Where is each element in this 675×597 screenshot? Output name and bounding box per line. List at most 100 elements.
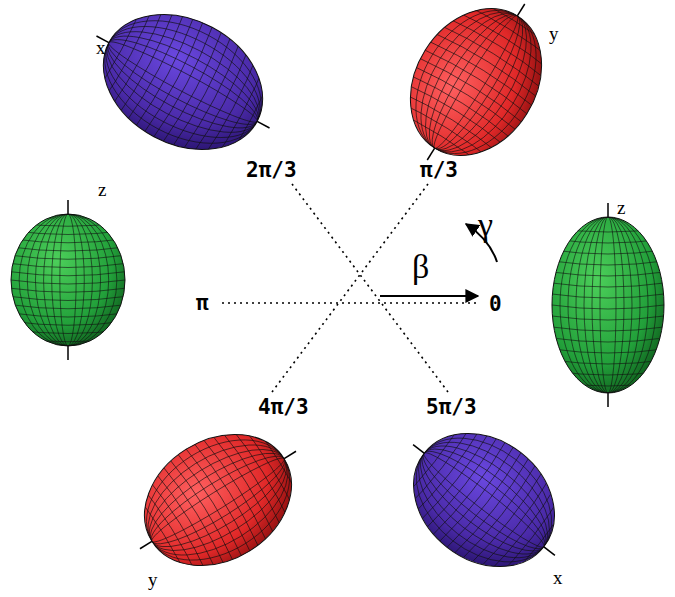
angle-label: 2π/3 (246, 160, 297, 181)
dotted-line (272, 184, 428, 392)
mesh-line (399, 88, 503, 155)
mesh-line (11, 264, 125, 268)
mesh-line (425, 435, 502, 532)
mesh-line (186, 447, 253, 551)
mesh-line (19, 214, 117, 346)
mesh-line (145, 473, 212, 577)
mesh-line (552, 338, 664, 342)
mesh-line (11, 305, 125, 309)
mesh-line (96, 19, 269, 145)
mesh-line (11, 222, 125, 226)
mesh-line (477, 476, 554, 573)
mesh-line (410, 423, 487, 520)
axis-stub (67, 346, 69, 360)
mesh-lines (120, 408, 316, 592)
angle-label: 0 (489, 294, 502, 315)
mesh-line (552, 316, 664, 320)
mesh-lines (80, 0, 287, 176)
ellipsoid (11, 200, 125, 360)
mesh-line (161, 462, 228, 566)
mesh-line (446, 14, 550, 81)
mesh-line (11, 321, 125, 325)
axis-stub (607, 203, 609, 217)
mesh-line (394, 96, 498, 163)
mesh-line (200, 52, 262, 163)
mesh-line (552, 327, 664, 331)
axis-label: y (549, 24, 559, 43)
mesh-line (456, 0, 560, 64)
mesh-line (402, 418, 479, 515)
mesh-line (552, 382, 664, 386)
mesh-line (172, 37, 234, 148)
mesh-line (552, 305, 664, 309)
mesh-line (163, 32, 225, 143)
mesh-line (228, 421, 295, 525)
mesh-line (203, 437, 270, 541)
mesh-lines (552, 217, 664, 393)
mesh-line (105, 35, 262, 130)
angle-label: 4π/3 (258, 397, 309, 418)
mesh-line (552, 283, 664, 287)
mesh-line (415, 63, 519, 130)
mesh-line (219, 426, 286, 530)
mesh-line (11, 338, 125, 342)
mesh-line (552, 261, 664, 265)
ellipsoid-body (387, 406, 581, 594)
ellipsoid (376, 0, 575, 192)
mesh-lines (11, 214, 125, 346)
mesh-line (60, 214, 76, 346)
mesh-line (219, 62, 281, 173)
angle-label: 5π/3 (426, 397, 477, 418)
mesh-line (52, 214, 85, 346)
mesh-line (84, 0, 282, 168)
mesh-line (11, 272, 125, 276)
axis-stub (517, 4, 524, 16)
mesh-line (129, 422, 307, 577)
mesh-line (395, 412, 472, 509)
axis-stub (427, 148, 434, 160)
beta-label: β (412, 250, 429, 284)
mesh-line (461, 0, 565, 56)
ellipsoid (552, 203, 664, 407)
mesh-line (236, 416, 303, 520)
mesh-line (451, 5, 555, 72)
mesh-line (11, 330, 125, 334)
ellipsoid-body (384, 0, 568, 180)
axis-label: y (148, 570, 158, 589)
mesh-line (552, 239, 664, 243)
axis-stub (413, 445, 424, 454)
mesh-line (126, 12, 188, 123)
axis-label: z (617, 198, 625, 217)
mesh-line (153, 468, 220, 572)
mesh-line (11, 255, 125, 259)
mesh-line (441, 22, 545, 89)
mesh-line (191, 47, 253, 158)
mesh-line (499, 494, 576, 591)
mesh-line (98, 0, 160, 109)
axis-label: x (96, 38, 106, 57)
dotted-line (222, 302, 480, 304)
axis-stub (607, 393, 609, 407)
mesh-line (145, 22, 207, 133)
mesh-line (447, 453, 524, 550)
mesh-line (137, 478, 204, 582)
mesh-line (11, 231, 125, 235)
ellipsoid (108, 400, 328, 597)
ellipsoid-body (120, 408, 316, 592)
mesh-line (89, 0, 151, 104)
mesh-line (552, 250, 664, 254)
mesh-line (211, 431, 278, 535)
mesh-line (11, 247, 125, 251)
mesh-line (154, 27, 216, 138)
angle-label: π/3 (420, 160, 458, 181)
mesh-line (11, 239, 125, 243)
mesh-line (440, 447, 517, 544)
mesh-line (417, 429, 494, 526)
mesh-line (419, 446, 549, 553)
mesh-line (484, 482, 561, 579)
mesh-line (128, 483, 195, 587)
mesh-line (552, 272, 664, 276)
mesh-line (138, 437, 298, 563)
mesh-line (125, 415, 312, 585)
mesh-line (210, 57, 272, 168)
